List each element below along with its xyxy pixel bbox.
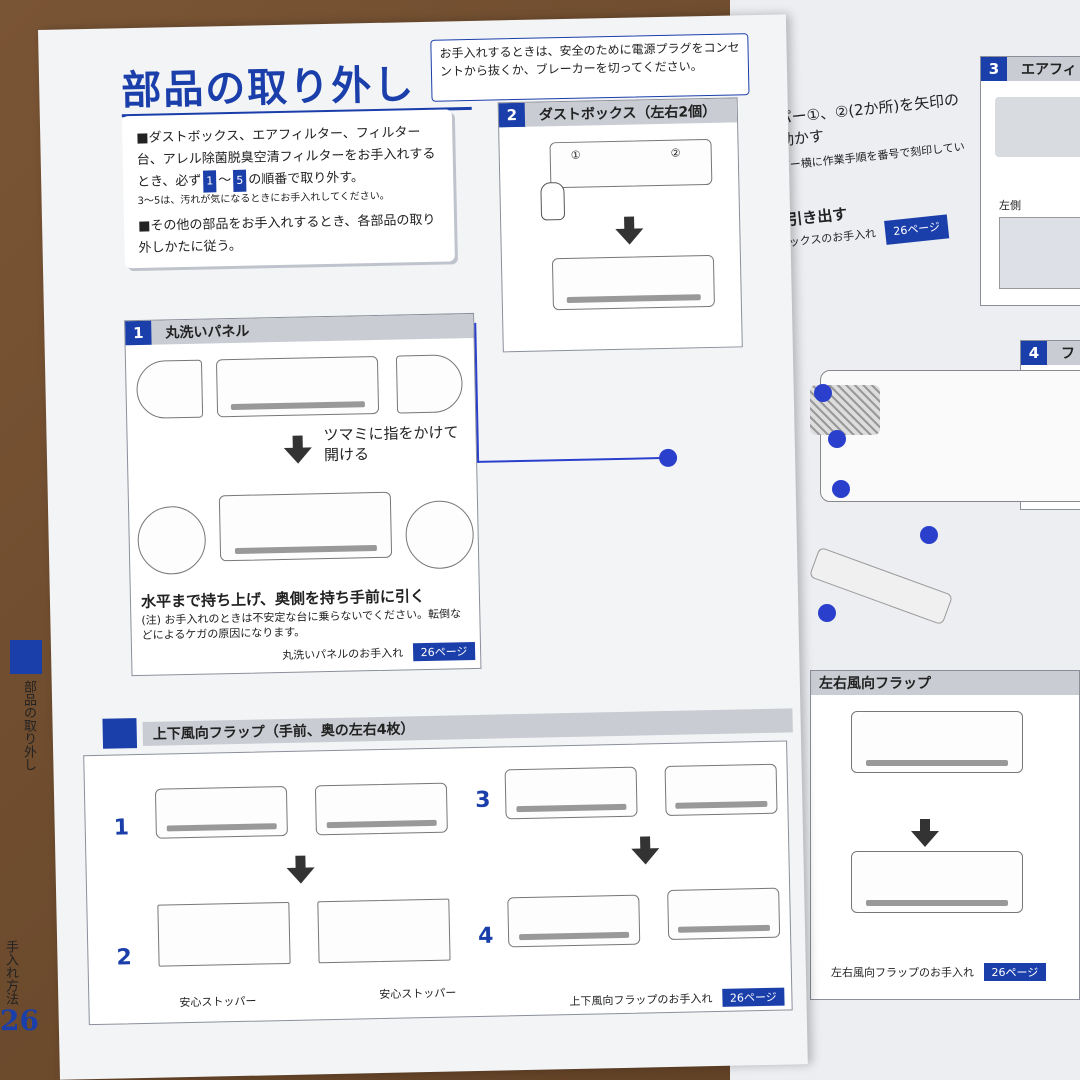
flap-lr-ref: 左右風向フラップのお手入れ 26ページ: [831, 963, 1047, 981]
panel-note: (注) お手入れのときは不安定な台に乗らないでください。転倒などによるケガの原因…: [141, 607, 462, 642]
flap-ud-detail-2a: [157, 901, 291, 967]
hand-icon: [540, 182, 566, 221]
stopper-mark-2: ②: [670, 146, 681, 160]
panel-ref-text: 丸洗いパネルのお手入れ: [282, 646, 404, 663]
panel-ref: 丸洗いパネルのお手入れ 26ページ: [282, 641, 476, 664]
flap-ud-box: 1 2 3 4 安心ストッパー 安心ストッパー 上下風向フラップのお手入れ 26…: [83, 740, 793, 1026]
panel-detail-left: [135, 359, 204, 420]
intro-note-text: は、汚れが気になるときにお手入れしてください。: [160, 190, 390, 207]
stopper-mark-1: ①: [570, 148, 581, 162]
intro-line2: ■その他の部品をお手入れするとき、各部品の取り外しかたに従う。: [137, 212, 436, 256]
stopper-label-1: 安心ストッパー: [179, 994, 257, 1010]
intro-line1-end: の順番で取り外す。: [248, 170, 365, 188]
flap-ud-step-4: 4: [477, 923, 494, 949]
flap-ud-unit-1b: [314, 782, 448, 836]
left-page: 部品の取り外し お手入れするときは、安全のために電源プラグをコンセントから抜くか…: [38, 14, 808, 1080]
flap-ud-header: 上下風向フラップ（手前、奥の左右4枚）: [142, 708, 793, 746]
section-side-tab: [10, 640, 42, 674]
intro-range-end: 5: [233, 169, 247, 192]
flap-lr-label: 左右風向フラップ: [819, 676, 931, 692]
section-1-header: 1 丸洗いパネル: [125, 313, 474, 346]
section-3-sub: 左側: [999, 199, 1021, 212]
page-number: 26: [0, 1004, 39, 1037]
flap-ud-label: 上下風向フラップ（手前、奥の左右4枚）: [152, 721, 415, 743]
section-2-box: 2 ダストボックス（左右2個） ① ②: [497, 97, 743, 353]
filter-grid-illustration: [999, 217, 1080, 289]
panel-unit-open: [215, 355, 380, 418]
panel-instr1: ツマミに指をかけて開ける: [323, 423, 459, 465]
dustbox-unit-1: ① ②: [549, 138, 713, 189]
flap-ud-ref-text: 上下風向フラップのお手入れ: [569, 992, 713, 1009]
intro-range-start: 1: [203, 170, 217, 193]
flap-ud-unit-3a: [504, 766, 638, 820]
panel-detail-right: [395, 354, 464, 414]
flap-ud-detail-2b: [317, 898, 451, 964]
side-tab-text: 部品の取り外し: [21, 680, 36, 771]
flap-lr-header: 左右風向フラップ: [811, 671, 1079, 695]
page-title: 部品の取り外し: [120, 62, 416, 115]
intro-box: ■ダストボックス、エアフィルター、フィルター台、アレル除菌脱臭空清フィルターをお…: [121, 109, 455, 269]
panel-unit-lift: [218, 491, 393, 562]
connector-line: [477, 456, 668, 463]
flap-lr-ref-page: 26ページ: [983, 963, 1047, 981]
connector-dot: [818, 604, 836, 622]
intro-line1: ■ダストボックス、エアフィルター、フィルター台、アレル除菌脱臭空清フィルターをお…: [136, 122, 439, 194]
caution-box: お手入れするときは、安全のために電源プラグをコンセントから抜くか、ブレーカーを切…: [430, 33, 750, 102]
panel-detail-circle-left: [137, 505, 207, 576]
flap-lr-ref-text: 左右風向フラップのお手入れ: [831, 966, 974, 979]
section-1-label: 丸洗いパネル: [165, 323, 250, 342]
flap-lr-unit-2: [851, 851, 1023, 913]
panel-down-arrow: [283, 447, 313, 464]
flap-ud-ref-page: 26ページ: [721, 987, 785, 1007]
section-1-number: 1: [125, 320, 152, 346]
flap-lr-unit-1: [851, 711, 1023, 773]
dustbox-ref-page: 26ページ: [884, 214, 950, 245]
intro-range-sep: ～: [218, 172, 232, 189]
connector-dot: [658, 448, 678, 468]
section-4-number: 4: [1021, 341, 1047, 365]
connector-dot: [814, 384, 832, 402]
flap-ud-tab: [102, 718, 138, 749]
connector-dot: [828, 430, 846, 448]
flap-lr-box: 左右風向フラップ 左右風向フラップのお手入れ 26ページ: [810, 670, 1080, 1000]
section-3-number: 3: [981, 57, 1007, 81]
flap-ud-ref: 上下風向フラップのお手入れ 26ページ: [569, 987, 785, 1011]
section-2-label: ダストボックス（左右2個）: [538, 103, 717, 124]
flap-ud-step-1: 1: [113, 815, 130, 841]
section-2-number: 2: [498, 102, 526, 128]
section-4-header: 4 フ: [1021, 341, 1080, 365]
flap-ud-unit-4b: [667, 887, 781, 941]
flap-lr-down-arrow: [911, 819, 939, 847]
connector-dot: [920, 526, 938, 544]
section-3-label: エアフィ: [1021, 62, 1077, 78]
section-3-box: 3 エアフィ 左側: [980, 56, 1080, 306]
flap-ud-down-arrow-1: [286, 867, 315, 884]
flap-ud-step-3: 3: [474, 787, 491, 814]
filter-illustration: [995, 97, 1080, 157]
panel-ref-page: 26ページ: [412, 641, 476, 662]
stopper-label-2: 安心ストッパー: [379, 986, 457, 1002]
flap-ud-unit-3b: [664, 763, 778, 817]
section-2-header: 2 ダストボックス（左右2個）: [498, 98, 738, 128]
flap-ud-step-2: 2: [116, 945, 133, 971]
panel-detail-circle-right: [404, 499, 475, 570]
dustbox-unit-2: [551, 254, 715, 311]
section-1-box: 1 丸洗いパネル ツマミに指をかけて開ける 水平まで持ち上げ、奥側を持ち手前に引…: [124, 312, 482, 677]
connector-dot: [832, 480, 850, 498]
flap-ud-unit-4a: [507, 894, 641, 948]
flap-ud-unit-1a: [154, 785, 288, 839]
side-lower-text: 手入れ方法: [3, 940, 18, 1005]
flap-ud-down-arrow-2: [631, 848, 660, 865]
section-3-header: 3 エアフィ: [981, 57, 1080, 81]
section-4-label: フ: [1061, 346, 1075, 362]
dustbox-down-arrow: [615, 228, 644, 245]
